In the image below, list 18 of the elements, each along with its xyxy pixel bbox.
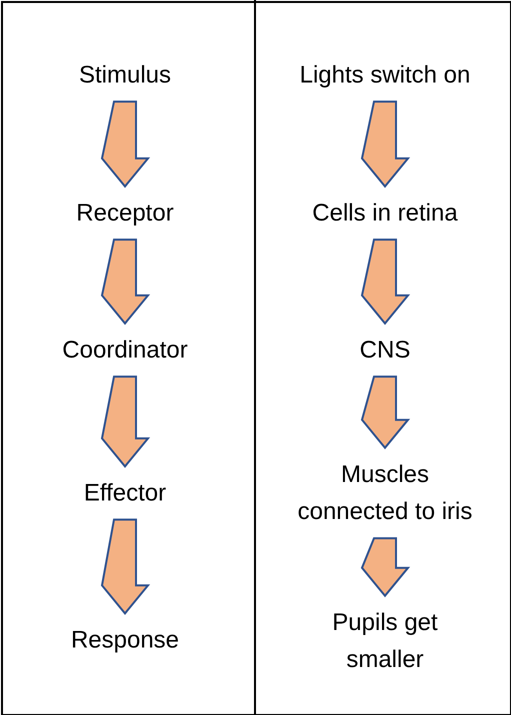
step-label: Response xyxy=(15,621,235,659)
down-arrow xyxy=(100,518,150,615)
down-arrow xyxy=(360,537,410,598)
step-label: Coordinator xyxy=(15,331,235,369)
step-label: Receptor xyxy=(15,194,235,232)
step-label: Effector xyxy=(15,474,235,512)
step-label: CNS xyxy=(265,331,505,369)
step-label: Pupils get smaller xyxy=(298,604,472,678)
down-arrow xyxy=(100,100,150,188)
down-arrow xyxy=(360,238,410,325)
down-arrow xyxy=(360,100,410,188)
down-arrow xyxy=(100,238,150,325)
step-label: Lights switch on xyxy=(265,56,505,94)
step-label: Stimulus xyxy=(15,56,235,94)
down-arrow xyxy=(100,376,150,468)
step-label: Muscles connected to iris xyxy=(285,456,485,530)
down-arrow xyxy=(360,376,410,450)
step-label: Cells in retina xyxy=(265,194,505,232)
